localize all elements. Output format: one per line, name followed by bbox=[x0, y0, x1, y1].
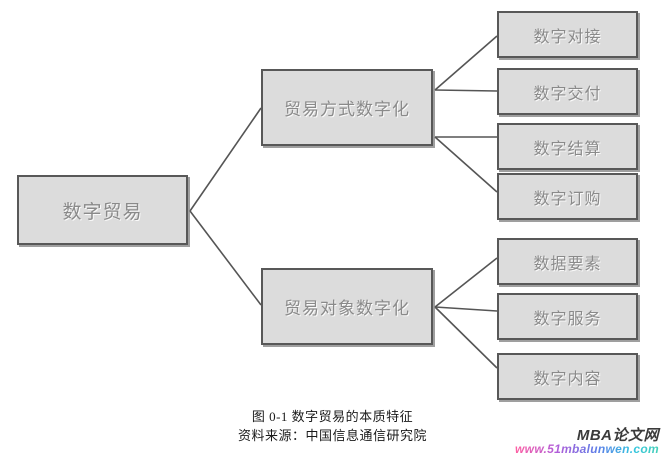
node-branch-trade-method-label: 贸易方式数字化 bbox=[284, 100, 410, 119]
node-root[interactable]: 数字贸易 bbox=[17, 175, 188, 245]
figure-caption: 图 0-1 数字贸易的本质特征 bbox=[251, 409, 414, 424]
connector-branch-a-to-leaf-2 bbox=[434, 89, 498, 92]
node-leaf-digital-settlement[interactable]: 数字结算 bbox=[497, 123, 638, 170]
node-leaf-digital-delivery[interactable]: 数字交付 bbox=[497, 68, 638, 115]
connector-branch-b-to-leaf-7 bbox=[434, 306, 498, 369]
node-leaf-digital-ordering-label: 数字订购 bbox=[533, 190, 602, 208]
node-branch-trade-method[interactable]: 贸易方式数字化 bbox=[261, 69, 433, 146]
node-leaf-digital-service[interactable]: 数字服务 bbox=[497, 293, 638, 340]
connector-branch-a-to-leaf-4 bbox=[434, 136, 498, 193]
node-branch-trade-object[interactable]: 贸易对象数字化 bbox=[261, 268, 433, 345]
connector-root-to-branch-a bbox=[189, 107, 262, 212]
connector-branch-a-to-leaf-1 bbox=[434, 35, 498, 91]
figure-source: 资料来源：中国信息通信研究院 bbox=[237, 428, 427, 443]
watermark-url: www.51mbalunwen.com bbox=[515, 442, 659, 456]
node-leaf-digital-service-label: 数字服务 bbox=[533, 310, 602, 328]
node-leaf-digital-content[interactable]: 数字内容 bbox=[497, 353, 638, 400]
node-leaf-data-element[interactable]: 数据要素 bbox=[497, 238, 638, 285]
connector-branch-b-to-leaf-5 bbox=[434, 257, 498, 308]
watermark-brand: MBA论文网 bbox=[576, 427, 659, 444]
node-leaf-data-element-label: 数据要素 bbox=[533, 255, 602, 273]
node-leaf-digital-content-label: 数字内容 bbox=[533, 370, 602, 388]
node-leaf-digital-settlement-label: 数字结算 bbox=[533, 140, 602, 158]
connector-root-to-branch-b bbox=[189, 210, 262, 306]
node-leaf-digital-delivery-label: 数字交付 bbox=[533, 85, 602, 103]
node-leaf-digital-docking-label: 数字对接 bbox=[533, 28, 602, 46]
node-branch-trade-object-label: 贸易对象数字化 bbox=[284, 299, 410, 318]
connector-branch-b-to-leaf-6 bbox=[434, 306, 498, 312]
node-leaf-digital-ordering[interactable]: 数字订购 bbox=[497, 173, 638, 220]
node-leaf-digital-docking[interactable]: 数字对接 bbox=[497, 11, 638, 58]
node-root-label: 数字贸易 bbox=[62, 201, 143, 223]
